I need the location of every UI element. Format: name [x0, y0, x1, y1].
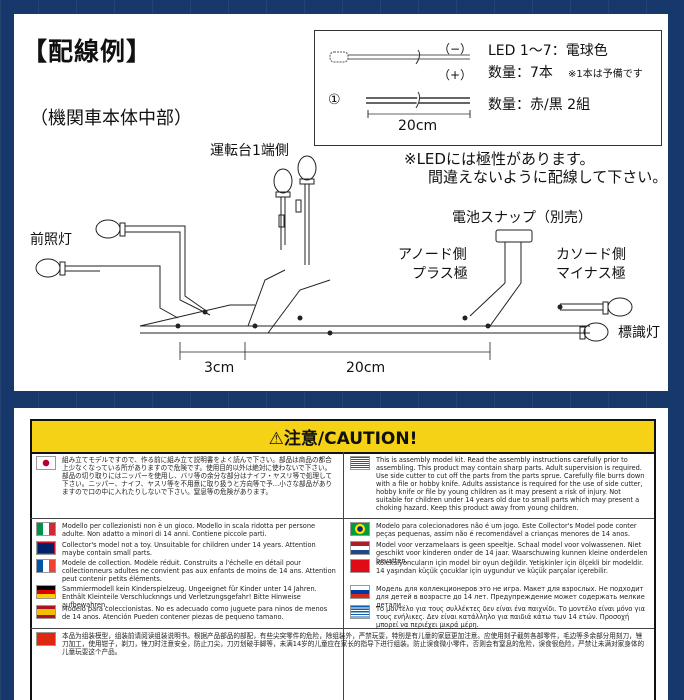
polarity-note-2: 間違えないように配線して下さい。 [428, 168, 668, 186]
label-anode-2: プラス極 [412, 266, 468, 282]
caution-text-it: Modello per collezionisti non è un gioco… [62, 522, 316, 538]
page-title: 【配線例】 [22, 37, 153, 66]
junction-dots [175, 304, 563, 336]
column-divider [343, 452, 344, 700]
caution-text-de: Sammiermodell kein Kinderspielzeug. Unge… [62, 585, 317, 609]
cab-led-1 [273, 168, 293, 250]
marker-led-2 [579, 322, 609, 342]
flag-nl-icon [350, 541, 370, 555]
caution-row-gb: Collector's model not a toy. Unsuitable … [36, 541, 336, 557]
wiring-diagram-panel [14, 14, 668, 391]
flag-us-icon [350, 456, 370, 470]
caution-text-es: Modelo para coleccionistas. No es adecua… [62, 605, 328, 621]
caution-row-br: Modelo para colecionadores não é um jogo… [350, 522, 648, 538]
label-cab: 運転台1端側 [210, 143, 289, 159]
legend-led-icon [329, 49, 470, 65]
caution-text-jp: 組み立てモデルですので、作る前に組み立て説明書をよく読んで下さい。部品は商品の都… [62, 456, 333, 496]
legend-minus: （−） [438, 42, 473, 56]
flag-gb-icon [36, 541, 56, 555]
row-divider [30, 518, 654, 519]
caution-row-es: Modelo para coleccionistas. No es adecua… [36, 605, 336, 621]
legend-led-note: ※1本は予備です [568, 69, 643, 80]
caution-text-br: Modelo para colecionadores não é um jogo… [376, 522, 637, 538]
flag-es-icon [36, 605, 56, 619]
dimension-lines [179, 342, 491, 360]
battery-snap [469, 229, 533, 327]
headlight-led-2 [35, 258, 179, 319]
legend-led-label: LED 1〜7：電球色 [488, 43, 608, 59]
caution-row-cn: 本品为组装模型，组装前请阅读组装说明书。根据产品部品的部配，有些尖突零件的危险，… [36, 632, 646, 656]
caution-row-ru: Модель для коллекционеров это не игра. М… [350, 585, 648, 609]
flag-it-icon [36, 522, 56, 536]
label-battery: 電池スナップ（別売） [452, 210, 592, 226]
legend-wire-icon [366, 91, 471, 118]
caution-row-fr: Modele de collection. Modèle réduit. Con… [36, 559, 336, 583]
flag-ru-icon [350, 585, 370, 599]
caution-row-tr: Koleksiyoncuların için model bir oyun de… [350, 559, 648, 575]
legend-plus: （+） [438, 68, 473, 82]
flag-jp-icon [36, 456, 56, 470]
headlight-led-1 [95, 219, 211, 316]
dimension-20cm: 20cm [346, 360, 386, 376]
label-anode-1: アノード側 [398, 247, 467, 263]
caution-text-us: This is assembly model kit. Read the ass… [376, 456, 645, 512]
caution-text-cn: 本品为组装模型，组装前请阅读组装说明书。根据产品部品的部配，有些尖突零件的危险，… [62, 632, 645, 656]
caution-panel [14, 408, 668, 700]
caution-row-nl: Model voor verzamelaars is geen speeltje… [350, 541, 648, 565]
caution-row-it: Modello per collezionisti non è un gioco… [36, 522, 336, 538]
flag-fr-icon [36, 559, 56, 573]
flag-gr-icon [350, 605, 370, 619]
flag-de-icon [36, 585, 56, 599]
caution-row-gr: Το μοντέλο για τους συλλέκτες δεν είναι … [350, 605, 648, 629]
label-marker: 標識灯 [618, 325, 660, 341]
caution-text-fr: Modele de collection. Modèle réduit. Con… [62, 559, 336, 583]
label-cathode-1: カソード側 [556, 247, 626, 263]
caution-text-gb: Collector's model not a toy. Unsuitable … [62, 541, 316, 557]
legend-wire-length: 20cm [398, 118, 438, 134]
caution-header: ⚠注意/CAUTION! [30, 419, 656, 454]
caution-text-nl: Model voor verzamelaars is geen speeltje… [376, 541, 648, 565]
row-divider [30, 628, 654, 629]
parts-legend [314, 30, 662, 146]
caution-row-de: Sammiermodell kein Kinderspielzeug. Unge… [36, 585, 336, 609]
dimension-3cm: 3cm [204, 360, 235, 376]
polarity-note-1: ※LEDには極性があります。 [404, 150, 595, 168]
caution-grid [30, 452, 656, 700]
marker-led-1 [560, 297, 633, 317]
caution-row-us: This is assembly model kit. Read the ass… [350, 456, 648, 512]
flag-br-icon [350, 522, 370, 536]
section-subtitle: （機関車本体中部） [30, 108, 192, 129]
legend-led-qty: 数量：7本 [488, 65, 553, 81]
caution-row-jp: 組み立てモデルですので、作る前に組み立て説明書をよく読んで下さい。部品は商品の都… [36, 456, 336, 496]
cab-led-2 [295, 155, 317, 265]
label-headlight: 前照灯 [30, 232, 72, 248]
caution-text-tr: Koleksiyoncuların için model bir oyun de… [376, 559, 644, 575]
legend-wire-number: ① [328, 92, 341, 108]
flag-cn-icon [36, 632, 56, 646]
flag-tr-icon [350, 559, 370, 573]
caution-text-ru: Модель для коллекционеров это не игра. М… [376, 585, 645, 609]
caution-text-gr: Το μοντέλο για τους συλλέκτες δεν είναι … [376, 605, 646, 629]
label-cathode-2: マイナス極 [556, 266, 626, 282]
legend-wire-qty: 数量：赤/黒 2組 [488, 97, 591, 113]
